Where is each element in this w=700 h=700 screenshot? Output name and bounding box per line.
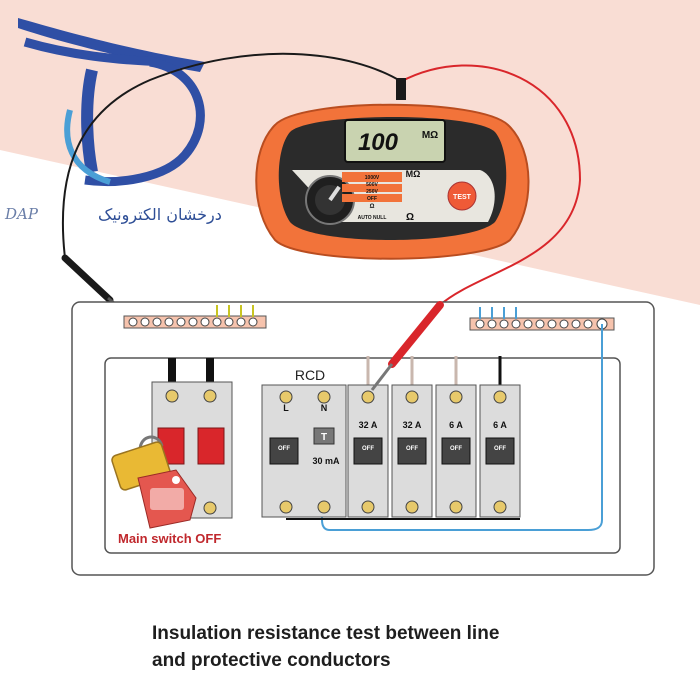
mcb-1: 32 A OFF: [347, 356, 389, 518]
dial-label-500v: 500V: [366, 182, 378, 188]
logo: [18, 18, 205, 187]
rcd-off-label: OFF: [278, 446, 290, 452]
earth-wires: [216, 305, 254, 317]
insulation-tester: 100 MΩ 1000V 500V 250V OFF Ω AUTO NULL M…: [255, 103, 530, 260]
range-label-megohm: MΩ: [406, 169, 421, 179]
watermark-arabic: درخشان الکترونیک: [98, 205, 222, 224]
mcb-3-rating: 6 A: [449, 420, 463, 430]
neutral-terminal-screws: [475, 318, 608, 330]
dial-label-off: OFF: [367, 196, 377, 202]
neutral-wires: [479, 307, 517, 319]
meter-display: [344, 119, 446, 163]
red-probe: [370, 301, 444, 391]
rcd-unit: RCD L N OFF T 30 mA: [261, 367, 347, 518]
mcb-1-rating: 32 A: [359, 420, 378, 430]
mcb-1-off-label: OFF: [362, 446, 374, 452]
dial-label-1000v: 1000V: [365, 175, 380, 181]
dial-label-250v: 250V: [366, 189, 378, 195]
earth-link-wire: [321, 324, 603, 531]
caption-line-2: and protective conductors: [152, 650, 391, 671]
rcd-rating: 30 mA: [312, 456, 340, 466]
rcd-terminal-n: N: [321, 403, 328, 413]
caption-line-1: Insulation resistance test between line: [152, 623, 500, 644]
watermark-latin: DAP: [5, 205, 38, 223]
dial-label-ohm: Ω: [370, 204, 375, 210]
rcd-test-button: T: [321, 432, 327, 443]
test-button-label: TEST: [453, 194, 472, 201]
lead-plug: [396, 78, 406, 100]
mcb-2: 32 A OFF: [391, 356, 433, 518]
range-label-ohm: Ω: [406, 212, 414, 223]
lockout-tag: [137, 469, 197, 529]
main-switch-label: Main switch OFF: [118, 531, 221, 546]
earth-terminal-screws: [128, 317, 258, 327]
mcb-4-off-label: OFF: [494, 446, 506, 452]
mcb-2-off-label: OFF: [406, 446, 418, 452]
mcb-3: 6 A OFF: [435, 356, 477, 518]
mcb-4-rating: 6 A: [493, 420, 507, 430]
meter-reading: 100: [358, 129, 399, 156]
red-test-lead: [399, 64, 582, 306]
mcb-3-off-label: OFF: [450, 446, 462, 452]
rcd-terminal-l: L: [283, 403, 289, 413]
mcb-2-rating: 32 A: [403, 420, 422, 430]
test-button: [447, 181, 477, 211]
black-test-lead: [61, 52, 403, 259]
figure-caption: Insulation resistance test between line …: [152, 620, 672, 674]
mcb-4: 6 A OFF: [479, 356, 521, 518]
meter-reading-unit: MΩ: [422, 130, 438, 141]
dial-label-auto-null: AUTO NULL: [358, 215, 387, 221]
rcd-label: RCD: [295, 367, 325, 383]
